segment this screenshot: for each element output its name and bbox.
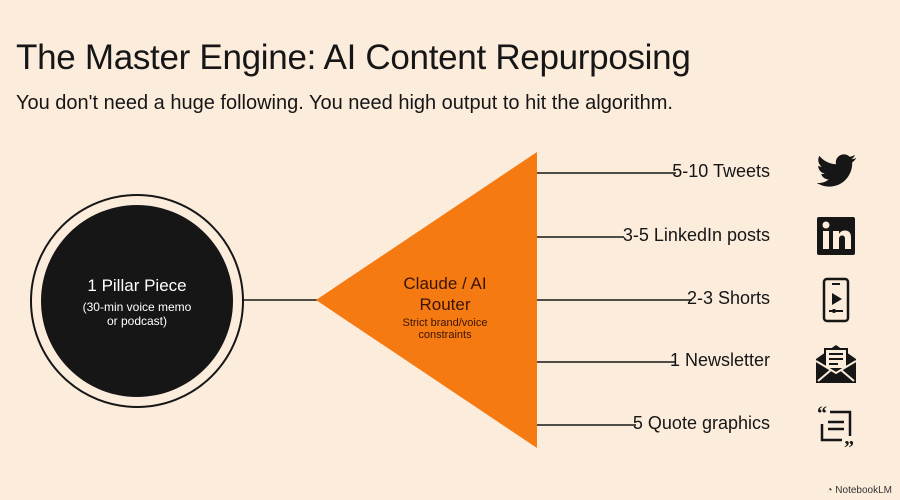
router-node: Claude / AI Router Strict brand/voice co… xyxy=(375,273,515,341)
page-subtitle: You don't need a huge following. You nee… xyxy=(16,92,673,114)
page-title: The Master Engine: AI Content Repurposin… xyxy=(16,38,691,77)
output-label: 5 Quote graphics xyxy=(632,413,770,433)
notebooklm-brand: ◔ NotebookLM xyxy=(826,485,892,496)
output-label: 1 Newsletter xyxy=(669,350,770,370)
source-circle xyxy=(41,205,233,397)
router-detail: constraints xyxy=(418,329,472,341)
svg-text:“: “ xyxy=(817,403,827,425)
router-triangle xyxy=(316,152,537,448)
source-detail: or podcast) xyxy=(106,314,168,328)
source-outer-ring xyxy=(30,194,244,408)
quote-text-icon: “ ” xyxy=(817,403,854,450)
brand-label: NotebookLM xyxy=(835,485,892,496)
twitter-bird-icon xyxy=(816,154,857,187)
router-title: Router xyxy=(419,295,471,314)
output-label: 5-10 Tweets xyxy=(672,161,770,181)
envelope-letter-icon xyxy=(815,345,857,383)
source-detail: (30-min voice memo xyxy=(82,300,192,314)
notebooklm-logo-icon: ◔ xyxy=(826,485,836,496)
source-node: 1 Pillar Piece (30-min voice memo or pod… xyxy=(47,276,227,328)
router-detail: Strict brand/voice xyxy=(402,317,488,329)
router-title: Claude / AI xyxy=(403,274,487,293)
source-title: 1 Pillar Piece xyxy=(87,276,187,295)
smartphone-video-icon xyxy=(822,277,850,323)
linkedin-icon xyxy=(817,217,855,255)
output-label: 2-3 Shorts xyxy=(686,288,770,308)
output-label: 3-5 LinkedIn posts xyxy=(622,225,770,245)
svg-text:”: ” xyxy=(844,437,854,450)
